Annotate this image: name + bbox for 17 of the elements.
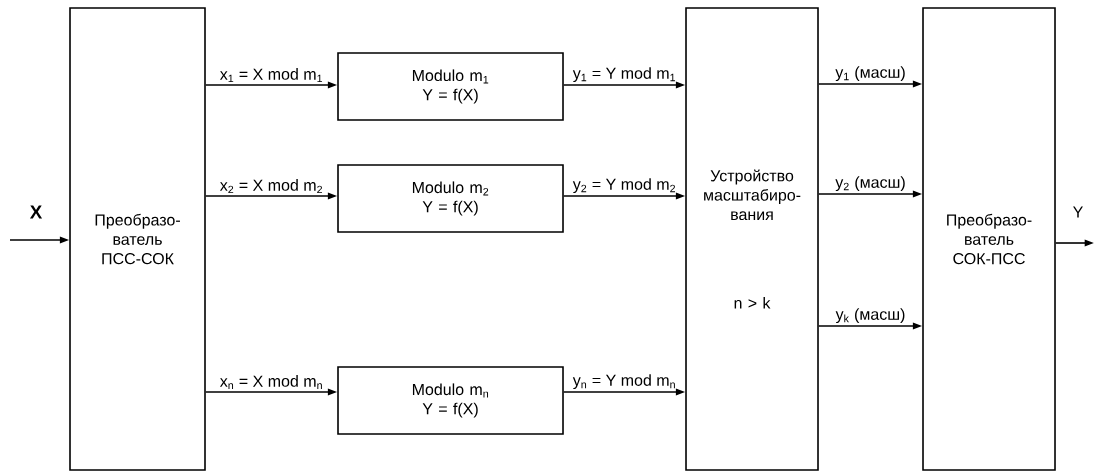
process-box: Преобразо-ватель ПСС-СОК	[69, 7, 206, 471]
edge-label: x$_{1}$ = X mod m$_{1}$	[219, 68, 323, 83]
process-box: Modulo m$_{n}$ Y = f(X)	[337, 366, 564, 435]
edge-label: Y	[1073, 206, 1083, 218]
edge-label: y$_{k}$ (масш)	[835, 308, 905, 324]
process-box: Устройство масштабиро-вания n > k	[685, 7, 819, 471]
process-box: Преобразо-ватель СОК-ПСС	[922, 7, 1056, 471]
edge-label: x$_{n}$ = X mod m$_{n}$	[219, 375, 322, 390]
process-box: Modulo m$_{2}$ Y = f(X)	[337, 164, 564, 233]
process-box: Modulo m$_{1}$ Y = f(X)	[337, 52, 564, 121]
edge-label: y$_{n}$ = Y mod m$_{n}$	[572, 374, 675, 390]
edge-label: y$_{1}$ (масш)	[835, 66, 905, 82]
edge-label: y$_{2}$ = Y mod m$_{2}$	[572, 178, 676, 194]
edge-label: y$_{1}$ = Y mod m$_{1}$	[572, 67, 676, 83]
edge-label: X	[29, 205, 43, 219]
edge-label: x$_{2}$ = X mod m$_{2}$	[219, 179, 322, 194]
edge-label: y$_{2}$ (масш)	[835, 176, 905, 192]
